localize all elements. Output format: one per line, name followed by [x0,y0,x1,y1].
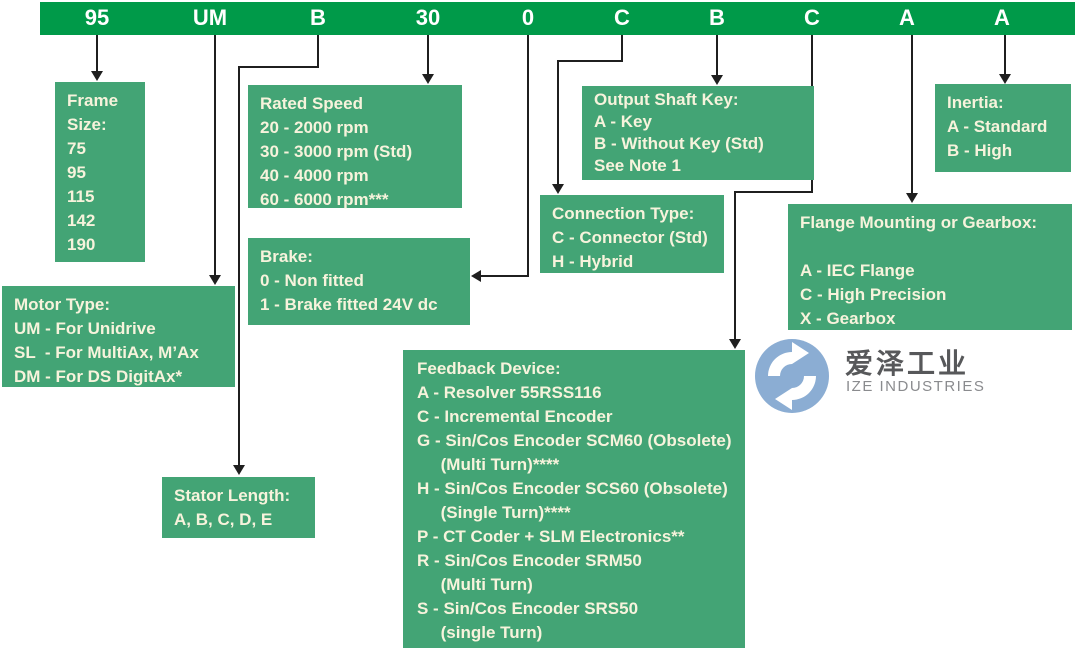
connector-line [96,35,98,73]
connector-line [214,35,216,277]
arrowhead-down-icon [999,74,1011,84]
arrowhead-down-icon [233,465,245,475]
box-line: Inertia: [947,93,1004,112]
box-line: UM - For Unidrive [14,319,156,338]
box-line: Size: [67,115,107,134]
box-line: Brake: [260,247,313,266]
box-line: 0 - Non fitted [260,271,364,290]
box-line: DM - For DS DigitAx* [14,367,183,386]
box-line: 60 - 6000 rpm*** [260,190,389,209]
box-line: Stator Length: [174,486,291,505]
stator-length-box: Stator Length: A, B, C, D, E [162,477,315,538]
box-line: 190 [67,235,96,254]
box-line: 30 - 3000 rpm (Std) [260,142,413,161]
box-line: Frame [67,91,119,110]
connector-line [716,35,718,77]
frame-size-box: Frame Size: 75 95 115 142 190 [55,82,145,262]
box-line: Feedback Device: [417,359,561,378]
code-segment-connection: C [614,5,630,30]
box-line: See Note 1 [594,156,681,175]
connector-line [238,66,240,466]
box-line: 115 [67,187,95,206]
box-line: P - CT Coder + SLM Electronics** [417,527,685,546]
arrowhead-down-icon [906,193,918,203]
box-line: G - Sin/Cos Encoder SCM60 (Obsolete) [417,431,732,450]
box-line: A - Key [594,112,652,131]
connector-line [621,35,623,62]
inertia-box: Inertia: A - Standard B - High [935,84,1071,172]
box-line: 40 - 4000 rpm [260,166,369,185]
box-line [800,235,1060,259]
box-line: 1 - Brake fitted 24V dc [260,295,438,314]
box-line: Output Shaft Key: [594,90,739,109]
box-line: B - Without Key (Std) [594,134,764,153]
connector-line [734,191,813,193]
connector-line [911,35,913,195]
box-line: Flange Mounting or Gearbox: [800,213,1038,232]
brake-box: Brake: 0 - Non fitted 1 - Brake fitted 2… [248,238,470,325]
box-line: 20 - 2000 rpm [260,118,369,137]
code-segment-feedback: C [804,5,820,30]
box-line: A - Standard [947,117,1048,136]
box-line: X - Gearbox [800,309,896,328]
model-code-bar: 95 UM B 30 0 C B C A A [40,2,1075,35]
feedback-device-box: Feedback Device: A - Resolver 55RSS116 C… [403,350,745,648]
connector-line [238,66,319,68]
code-segment-stator-length: B [310,5,326,30]
arrowhead-down-icon [729,339,741,349]
box-line: 75 [67,139,86,158]
code-segment-brake: 0 [521,5,535,30]
code-segment-shaft-key: B [709,5,725,30]
box-line: Rated Speed [260,94,363,113]
logo-chinese-text: 爱泽工业 [845,348,970,379]
connector-line [527,35,529,277]
box-line: A, B, C, D, E [174,510,273,529]
connector-line [557,60,623,62]
ize-logo-swoosh-icon [751,335,833,417]
code-segment-flange: A [899,5,915,30]
code-segment-frame-size: 95 [84,5,110,30]
box-line: C - Connector (Std) [552,228,708,247]
connector-line [557,60,559,186]
code-segment-motor-type: UM [192,5,228,30]
flange-mounting-box: Flange Mounting or Gearbox: A - IEC Flan… [788,204,1072,330]
connector-line [317,35,319,68]
box-line: R - Sin/Cos Encoder SRM50 [417,551,642,570]
arrowhead-down-icon [552,184,564,194]
box-line: A - Resolver 55RSS116 [417,383,602,402]
box-line: (single Turn) [417,623,543,642]
box-line: (Multi Turn)**** [417,455,560,474]
connection-type-box: Connection Type: C - Connector (Std) H -… [540,195,724,273]
arrowhead-down-icon [209,275,221,285]
box-line: 95 [67,163,86,182]
logo-english-text: IZE INDUSTRIES [846,378,986,395]
box-line: H - Sin/Cos Encoder SCS60 (Obsolete) [417,479,728,498]
connector-line [1004,35,1006,75]
arrowhead-down-icon [422,74,434,84]
connector-line [734,191,736,341]
box-line: B - High [947,141,1013,160]
output-shaft-key-box: Output Shaft Key: A - Key B - Without Ke… [582,86,814,180]
box-line: S - Sin/Cos Encoder SRS50 [417,599,639,618]
box-line: 142 [67,211,96,230]
box-line: SL - For MultiAx, M’Ax [14,343,199,362]
arrowhead-down-icon [711,75,723,85]
arrowhead-down-icon [91,71,103,81]
box-line: Connection Type: [552,204,695,223]
box-line: Motor Type: [14,295,111,314]
box-line: (Single Turn)**** [417,503,571,522]
connector-line [427,35,429,75]
box-line: A - IEC Flange [800,261,915,280]
code-segment-rated-speed: 30 [415,5,441,30]
box-line: C - High Precision [800,285,947,304]
arrowhead-left-icon [471,270,481,282]
code-segment-inertia: A [994,5,1010,30]
rated-speed-box: Rated Speed 20 - 2000 rpm 30 - 3000 rpm … [248,85,462,209]
box-line: C - Incremental Encoder [417,407,613,426]
connector-line [481,275,529,277]
box-line: (Multi Turn) [417,575,533,594]
ize-industries-logo: 爱泽工业 IZE INDUSTRIES [750,334,1070,418]
box-line: H - Hybrid [552,252,634,271]
motor-type-box: Motor Type: UM - For Unidrive SL - For M… [2,286,235,387]
